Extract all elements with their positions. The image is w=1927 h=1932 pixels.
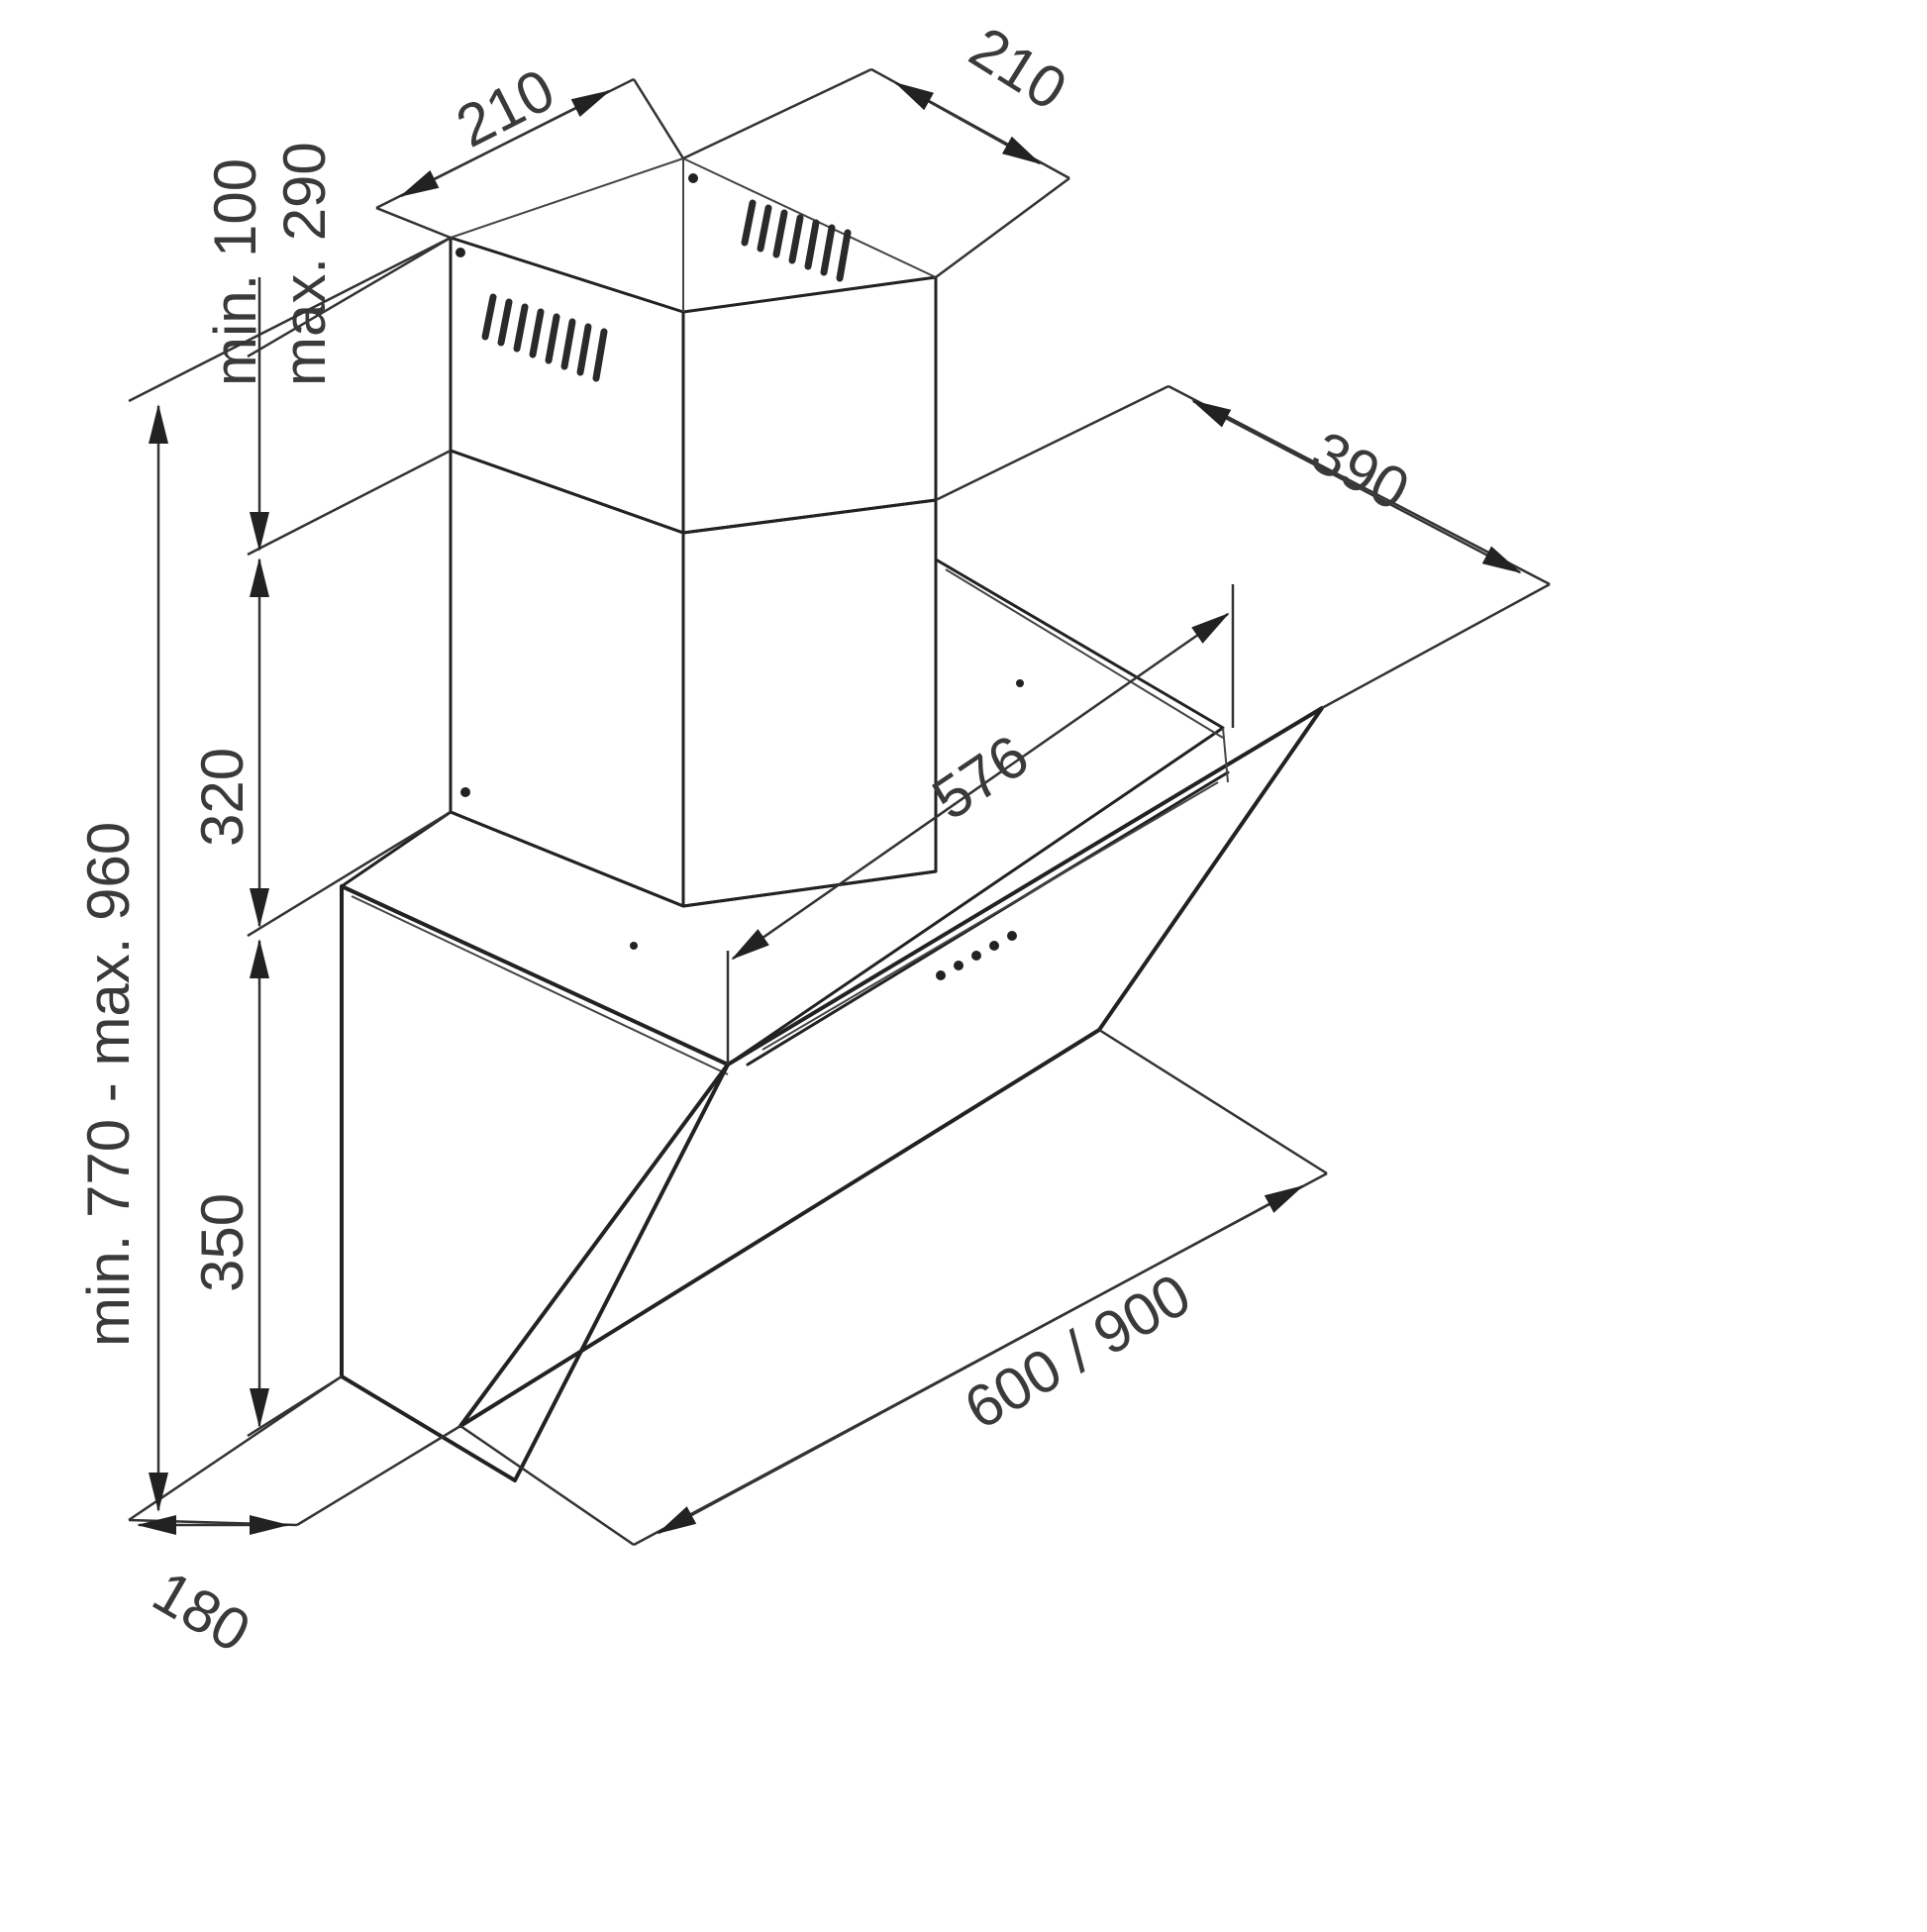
chimney-upper-left-face <box>449 236 685 535</box>
dim-label-total-height: min. 770 - max. 960 <box>75 822 142 1347</box>
hood-top-plate <box>340 558 1225 1075</box>
dim-total-height: min. 770 - max. 960 <box>75 236 452 1522</box>
dim-label-top-left: 210 <box>446 55 564 159</box>
screw-dot <box>460 787 470 797</box>
dim-label-350: 350 <box>189 1193 255 1292</box>
dim-label-600-900: 600 / 900 <box>954 1261 1201 1442</box>
chimney-upper-front-face <box>681 275 938 535</box>
vent-grille-right <box>741 199 852 282</box>
glass-top-frame-inner <box>761 781 1219 1051</box>
body-left-panel <box>340 884 730 1482</box>
dim-chimney-extension: min. 100 max. 290 <box>202 142 452 557</box>
screw-dot <box>1016 679 1024 687</box>
dim-label-min-100: min. 100 <box>202 158 268 386</box>
vent-grille-left <box>481 293 608 382</box>
dim-body-height: 350 <box>189 939 343 1438</box>
dim-bottom-depth: 180 <box>128 1424 461 1665</box>
control-buttons <box>936 931 1017 980</box>
top-plate-outline <box>340 558 1225 1067</box>
dim-chimney-lower: 320 <box>189 558 452 938</box>
control-button[interactable] <box>971 951 981 961</box>
dim-label-320: 320 <box>189 748 255 847</box>
dim-width: 600 / 900 <box>459 1028 1328 1547</box>
top-plate-rim-front <box>351 895 729 1075</box>
chimney-lower-section <box>449 449 938 908</box>
chimney-top-left-edge <box>450 157 684 239</box>
chimney-upper-section <box>449 157 938 535</box>
control-button[interactable] <box>1007 931 1017 941</box>
hood-body-left-face <box>340 884 730 1482</box>
screw-dot <box>688 173 698 183</box>
screw-dot <box>630 942 638 950</box>
dim-inner-width: 576 <box>726 584 1235 1065</box>
dim-depth: 390 <box>935 384 1551 710</box>
chimney-top-back-edge <box>682 157 937 278</box>
chimney-lower-front-face <box>681 498 938 908</box>
dim-label-max-290: max. 290 <box>271 142 338 386</box>
chimney-lower-left-face <box>449 449 685 908</box>
control-button[interactable] <box>936 970 946 980</box>
dim-label-180: 180 <box>143 1558 261 1665</box>
screw-dot <box>456 248 465 257</box>
control-button[interactable] <box>989 941 999 951</box>
dim-label-top-right: 210 <box>959 14 1077 123</box>
control-button[interactable] <box>954 961 964 970</box>
